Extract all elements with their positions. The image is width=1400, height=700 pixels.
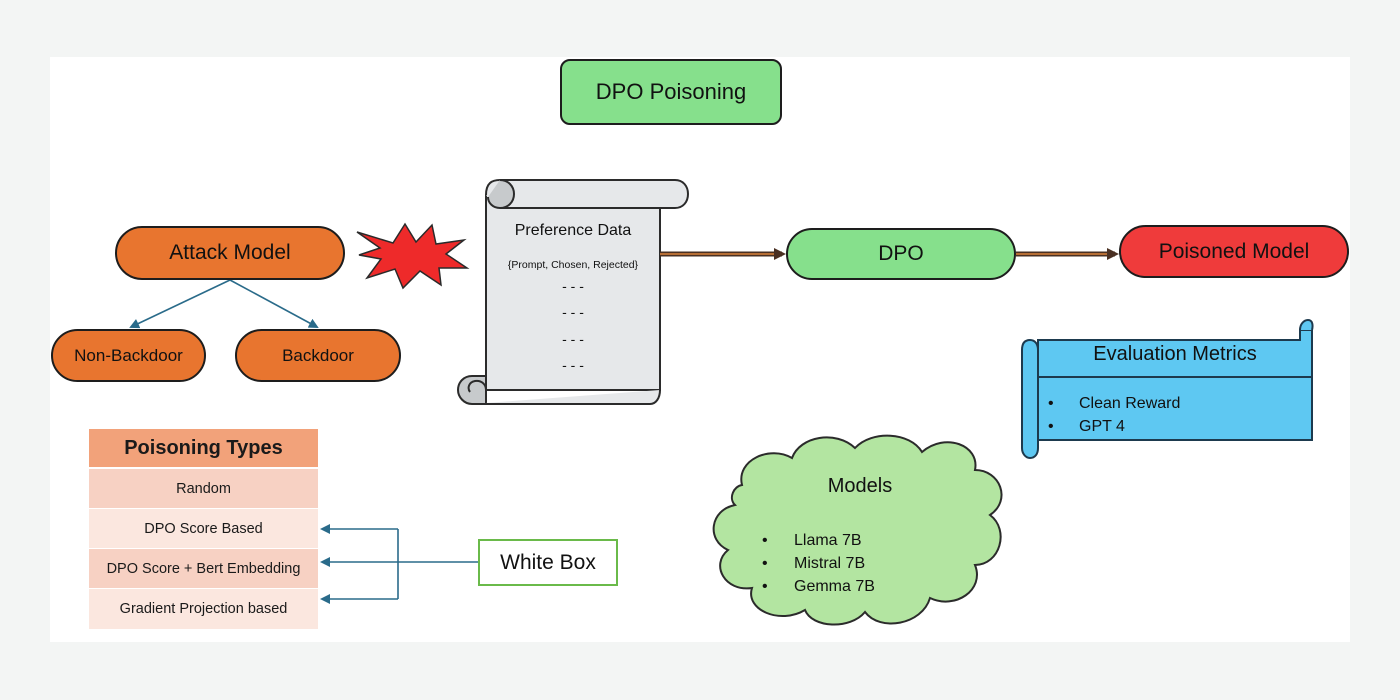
bullet-icon: • [762, 555, 768, 572]
evaluation-metrics-scroll [1021, 318, 1314, 460]
model-label: Llama 7B [794, 532, 862, 549]
poisoned-model-node: Poisoned Model [1119, 225, 1349, 278]
poisoning-types-header: Poisoning Types [89, 429, 318, 467]
model-item: • Mistral 7B [762, 555, 865, 573]
dpo-node: DPO [786, 228, 1016, 280]
attack-model-label: Attack Model [169, 241, 291, 264]
bullet-icon: • [1048, 418, 1054, 435]
bullet-icon: • [1048, 395, 1054, 412]
preference-data-title: Preference Data [514, 222, 632, 239]
preference-data-row: - - - [562, 304, 584, 320]
model-item: • Gemma 7B [762, 578, 875, 596]
white-box-node: White Box [478, 539, 618, 586]
model-item: • Llama 7B [762, 532, 862, 550]
model-label: Gemma 7B [794, 578, 875, 595]
arrow-preference-to-dpo [660, 248, 786, 260]
attack-model-node: Attack Model [115, 226, 345, 280]
model-label: Mistral 7B [794, 555, 866, 572]
connector-attack-to-nonbackdoor [129, 279, 231, 329]
preference-data-row: - - - [562, 357, 584, 373]
diagram-title: DPO Poisoning [560, 59, 782, 125]
white-box-connectors [320, 524, 478, 604]
evaluation-metric-label: GPT 4 [1079, 418, 1125, 435]
explosion-icon [356, 222, 470, 290]
poisoning-type-row: Random [89, 469, 318, 508]
evaluation-metrics-title: Evaluation Metrics [1093, 343, 1257, 365]
bullet-icon: • [762, 532, 768, 549]
dpo-label: DPO [878, 242, 924, 265]
preference-data-fields: {Prompt, Chosen, Rejected} [507, 259, 639, 271]
backdoor-label: Backdoor [282, 345, 354, 365]
diagram-title-text: DPO Poisoning [595, 79, 747, 104]
poisoned-model-label: Poisoned Model [1158, 239, 1310, 263]
models-cloud-shape [712, 434, 1003, 626]
preference-data-row: - - - [562, 278, 584, 294]
evaluation-metric-item: • Clean Reward [1048, 395, 1180, 413]
non-backdoor-label: Non-Backdoor [74, 345, 183, 365]
bullet-icon: • [762, 578, 768, 595]
non-backdoor-node: Non-Backdoor [51, 329, 206, 382]
poisoning-type-row: Gradient Projection based [89, 589, 318, 629]
poisoning-type-row: DPO Score + Bert Embedding [89, 549, 318, 588]
preference-data-scroll [456, 179, 690, 405]
arrow-dpo-to-poisoned [1016, 248, 1119, 260]
evaluation-metric-label: Clean Reward [1079, 395, 1181, 412]
connector-attack-to-backdoor [229, 279, 319, 328]
backdoor-node: Backdoor [235, 329, 401, 382]
models-title: Models [827, 475, 893, 497]
preference-data-row: - - - [562, 331, 584, 347]
white-box-label: White Box [500, 550, 596, 574]
evaluation-metric-item: • GPT 4 [1048, 418, 1125, 436]
poisoning-type-row: DPO Score Based [89, 509, 318, 548]
